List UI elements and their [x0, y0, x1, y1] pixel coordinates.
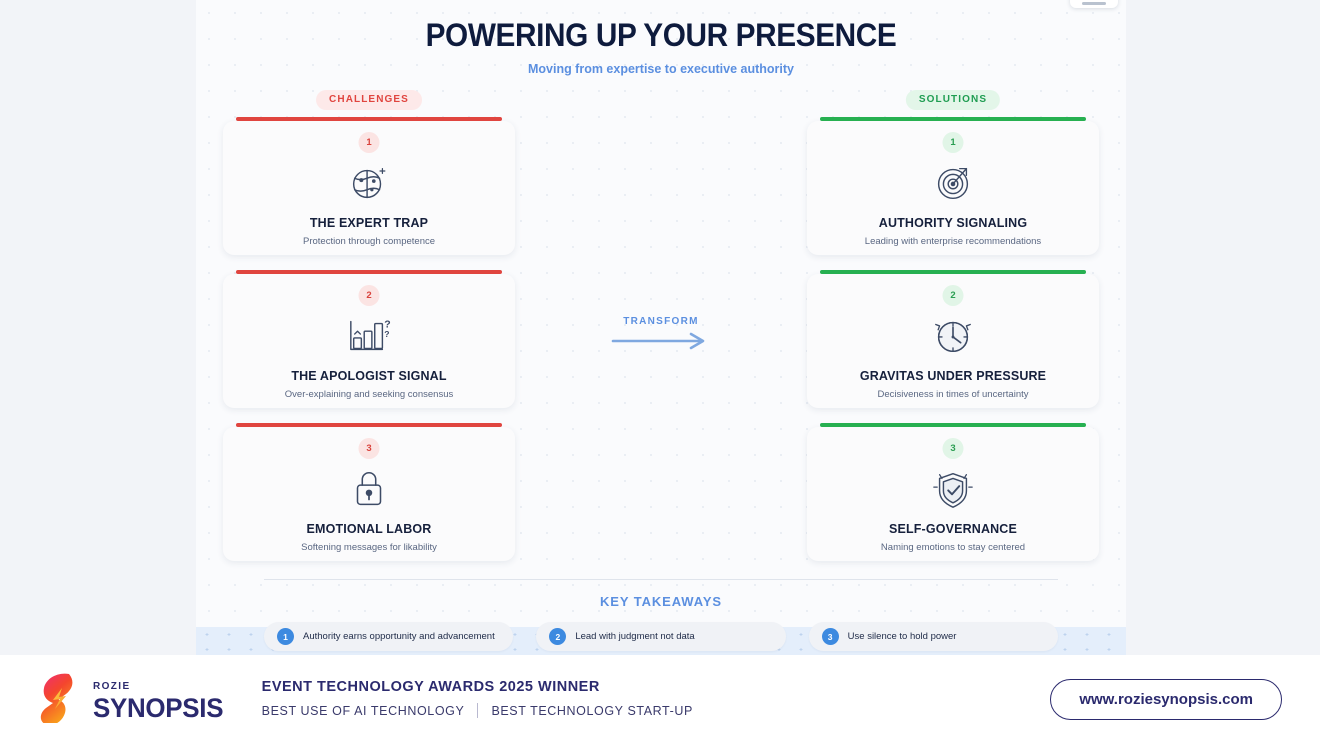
card-description: Leading with enterprise recommendations [864, 236, 1042, 247]
card-accent-bar [236, 423, 502, 427]
arrow-right-icon [586, 332, 736, 355]
solution-card-1[interactable]: 1 AUTHORITY SIGNALING [807, 117, 1099, 255]
solution-card-3[interactable]: 3 SELF-GOVERNANCE Naming emotions to sta… [807, 423, 1099, 561]
card-title: THE EXPERT TRAP [309, 216, 429, 230]
takeaways-list: 1 Authority earns opportunity and advanc… [264, 622, 1058, 651]
transform-label: TRANSFORM [623, 316, 699, 327]
award-category-2: BEST TECHNOLOGY START-UP [491, 703, 693, 718]
takeaway-text: Authority earns opportunity and advancem… [303, 631, 495, 642]
card-accent-bar [236, 270, 502, 274]
award-category-1: BEST USE OF AI TECHNOLOGY [261, 703, 465, 718]
takeaway-item-3[interactable]: 3 Use silence to hold power [808, 622, 1058, 651]
slide-corner-control[interactable] [1070, 0, 1118, 8]
comparison-columns: 1 [196, 117, 1126, 573]
card-title: AUTHORITY SIGNALING [878, 216, 1028, 230]
card-number-badge: 2 [942, 285, 964, 306]
card-accent-bar [820, 270, 1086, 274]
website-url-button[interactable]: www.roziesynopsis.com [1050, 678, 1282, 720]
award-block: EVENT TECHNOLOGY AWARDS 2025 WINNER BEST… [262, 680, 693, 719]
challenges-badge: CHALLENGES [316, 90, 422, 110]
card-title: SELF-GOVERNANCE [889, 522, 1017, 536]
handle-icon [1082, 2, 1106, 5]
card-number-badge: 1 [358, 132, 380, 153]
award-categories: BEST USE OF AI TECHNOLOGY BEST TECHNOLOG… [261, 703, 693, 719]
card-accent-bar [820, 423, 1086, 427]
page-subtitle: Moving from expertise to executive autho… [527, 62, 795, 76]
card-description: Over-explaining and seeking consensus [284, 389, 454, 400]
award-separator [477, 703, 479, 719]
svg-text:?: ? [384, 318, 390, 330]
column-badges: CHALLENGES SOLUTIONS [196, 90, 1126, 110]
shield-check-icon [807, 463, 1099, 515]
card-number-badge: 2 [358, 285, 380, 306]
clock-icon [807, 310, 1099, 362]
card-title: EMOTIONAL LABOR [306, 522, 432, 536]
bar-chart-question-icon: ? ? [223, 310, 515, 362]
card-description: Protection through competence [302, 236, 436, 247]
card-description: Naming emotions to stay centered [880, 542, 1026, 553]
challenge-card-1[interactable]: 1 [223, 117, 515, 255]
card-description: Decisiveness in times of uncertainty [877, 389, 1029, 400]
brand-synopsis-text: SYNOPSIS [93, 692, 224, 723]
padlock-icon [223, 463, 515, 515]
takeaway-item-2[interactable]: 2 Lead with judgment not data [536, 622, 786, 651]
card-description: Softening messages for likability [301, 542, 437, 553]
page-title: POWERING UP YOUR PRESENCE [425, 17, 897, 53]
transform-connector: TRANSFORM [586, 316, 736, 355]
takeaway-item-1[interactable]: 1 Authority earns opportunity and advanc… [264, 622, 514, 651]
solutions-column: 1 AUTHORITY SIGNALING [807, 117, 1099, 580]
award-title: EVENT TECHNOLOGY AWARDS 2025 WINNER [261, 678, 600, 695]
card-accent-bar [820, 117, 1086, 121]
key-takeaways-title: KEY TAKEAWAYS [600, 594, 722, 609]
card-title: THE APOLOGIST SIGNAL [291, 369, 447, 383]
rozie-synopsis-logo-icon [38, 671, 82, 728]
slide-canvas: POWERING UP YOUR PRESENCE Moving from ex… [196, 0, 1126, 655]
takeaway-number-badge: 3 [821, 628, 839, 645]
takeaway-text: Use silence to hold power [847, 631, 957, 642]
brain-hemisphere-icon [223, 157, 515, 209]
card-accent-bar [236, 117, 502, 121]
brand-lockup: ROZIE SYNOPSIS [38, 671, 229, 728]
challenges-column: 1 [223, 117, 515, 580]
takeaway-number-badge: 1 [277, 628, 294, 645]
brand-rozie-text: ROZIE [93, 680, 131, 692]
solutions-badge: SOLUTIONS [905, 90, 1001, 110]
card-number-badge: 1 [942, 132, 964, 153]
brand-wordmark: ROZIE SYNOPSIS [93, 677, 229, 722]
takeaway-text: Lead with judgment not data [575, 631, 695, 642]
card-title: GRAVITAS UNDER PRESSURE [859, 369, 1047, 383]
svg-text:?: ? [384, 329, 389, 339]
solution-card-2[interactable]: 2 [807, 270, 1099, 408]
challenge-card-3[interactable]: 3 EMOTIONAL LABOR Softening messages for… [223, 423, 515, 561]
takeaway-number-badge: 2 [549, 628, 567, 645]
challenge-card-2[interactable]: 2 ? ? THE APOLO [223, 270, 515, 408]
footer-bar: ROZIE SYNOPSIS EVENT TECHNOLOGY AWARDS 2… [0, 655, 1320, 743]
target-arrow-icon [807, 157, 1099, 209]
key-takeaways-section: KEY TAKEAWAYS 1 Authority earns opportun… [196, 579, 1126, 651]
section-divider [264, 579, 1058, 580]
card-number-badge: 3 [942, 438, 964, 459]
card-number-badge: 3 [358, 438, 380, 459]
